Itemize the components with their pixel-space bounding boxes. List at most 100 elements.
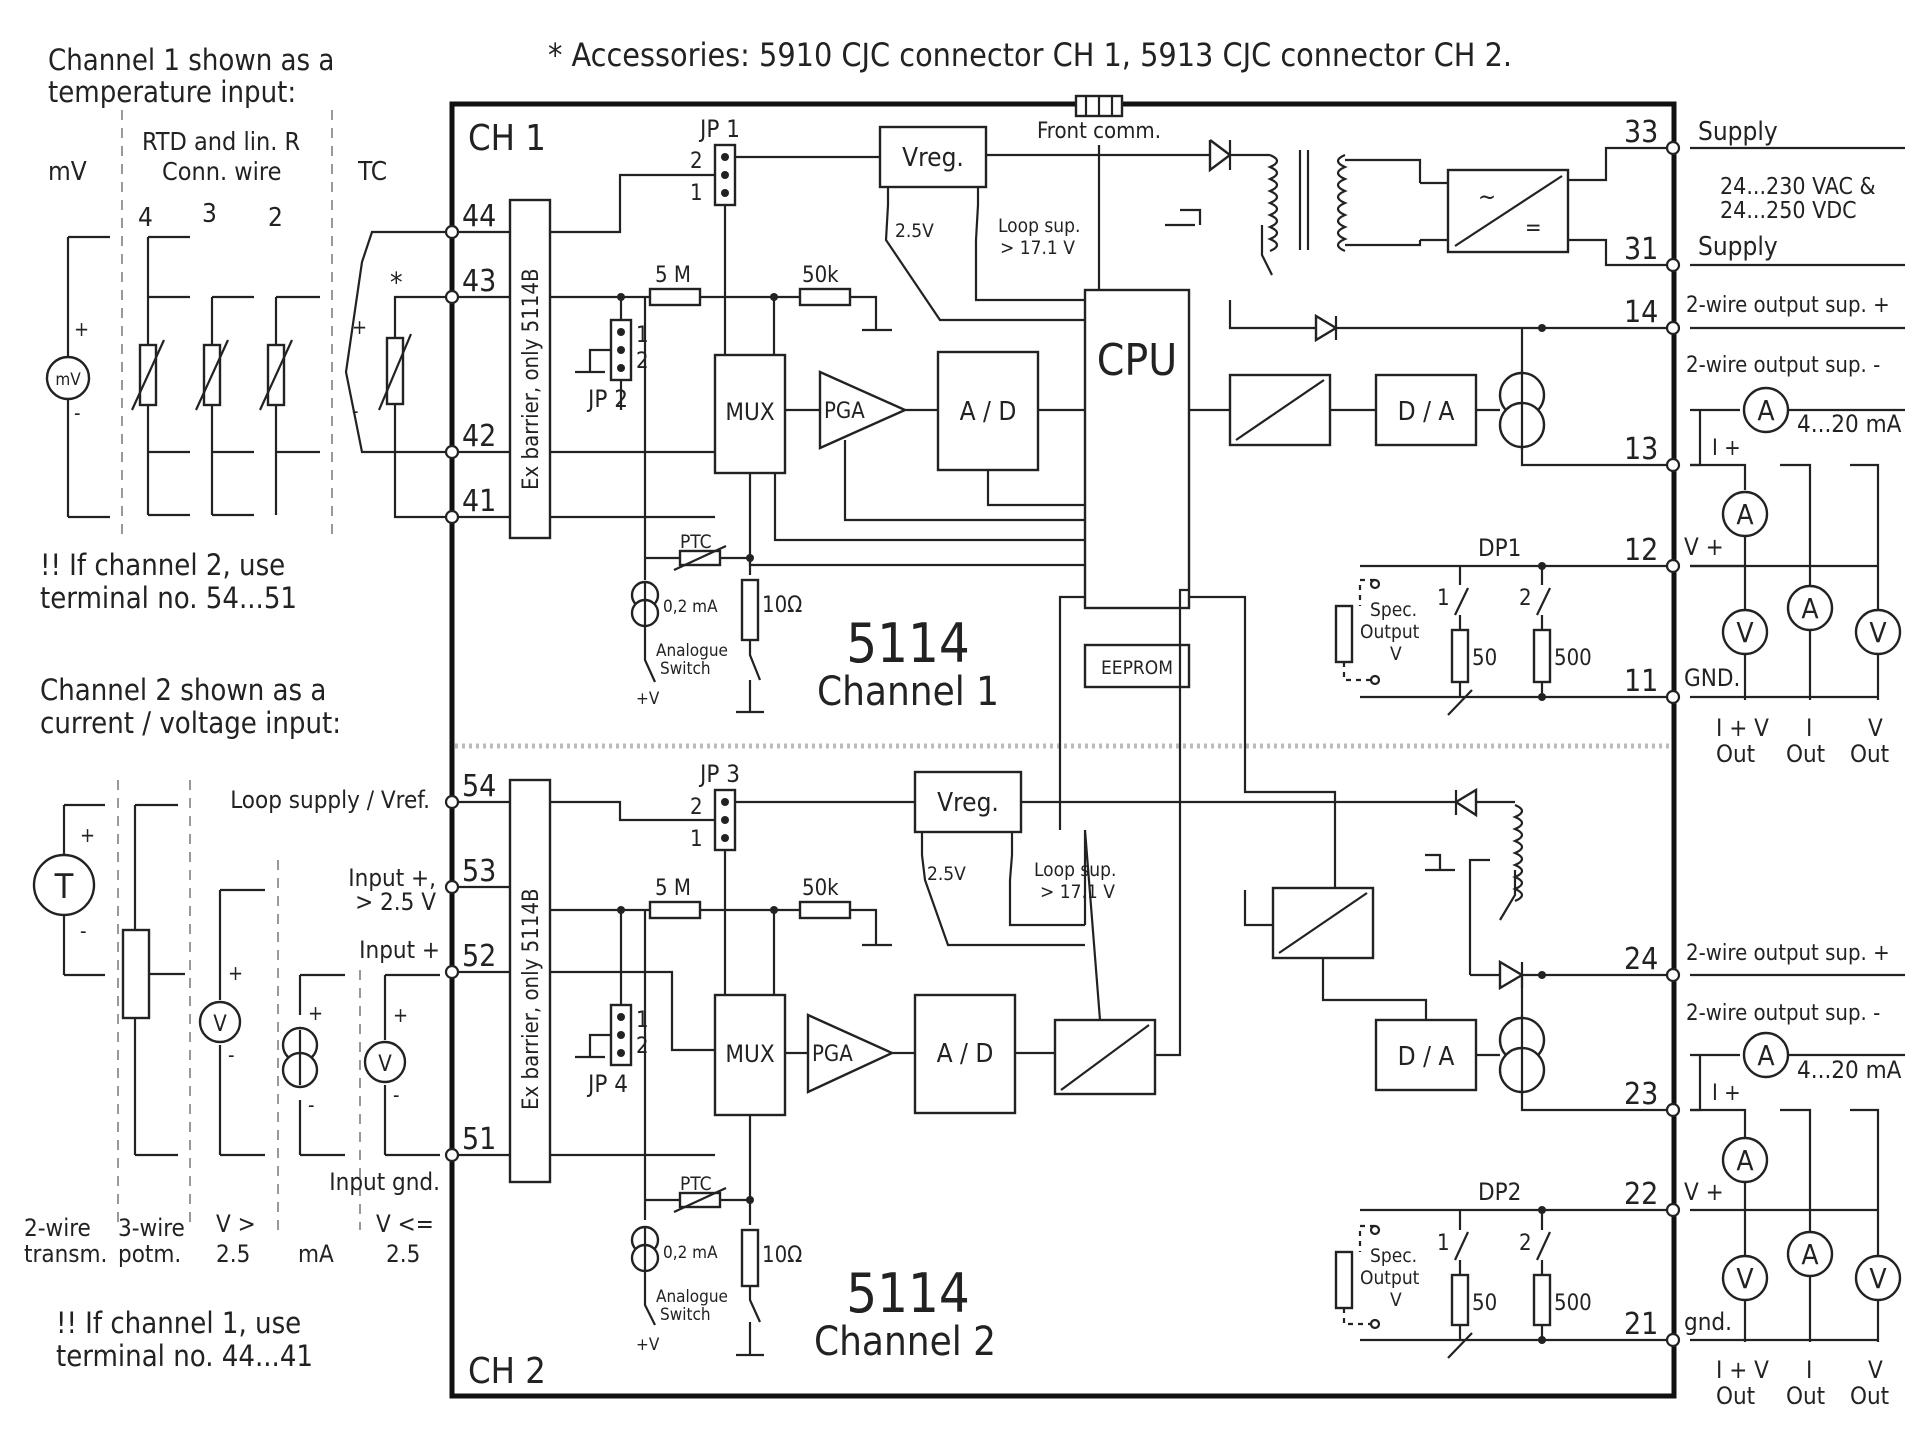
svg-text:V: V: [1390, 1289, 1402, 1311]
svg-text:43: 43: [462, 264, 496, 299]
svg-text:50k: 50k: [802, 263, 839, 288]
col-3wire-line2: potm.: [118, 1240, 181, 1268]
svg-text:V: V: [1736, 616, 1754, 649]
out-v-label-ch2: V: [1868, 1356, 1883, 1384]
ch2-note-line1: !! If channel 1, use: [56, 1306, 301, 1340]
svg-text:2: 2: [636, 1034, 649, 1059]
svg-text:PGA: PGA: [812, 1042, 853, 1067]
svg-text:11: 11: [1624, 664, 1658, 699]
resistor-5m-ch2: [648, 900, 702, 920]
accessories-note: * Accessories: 5910 CJC connector CH 1, …: [548, 36, 1512, 74]
mv-column-label: mV: [48, 157, 87, 187]
svg-text:2: 2: [690, 795, 703, 820]
col-vle-line1: V <=: [376, 1210, 434, 1238]
svg-text:Loop sup.: Loop sup.: [1034, 859, 1116, 881]
svg-text:-: -: [352, 399, 359, 423]
terminal-42: 42: [444, 419, 496, 460]
svg-text:-: -: [308, 1093, 315, 1117]
front-comm-label: Front comm.: [1037, 119, 1161, 144]
wire2-sup-plus-ch1: 2-wire output sup. +: [1686, 293, 1890, 318]
spec-output-ch1: Spec. Output V: [1334, 578, 1420, 686]
ma-range-ch2: 4...20 mA: [1797, 1056, 1902, 1084]
svg-text:Out: Out: [1786, 1382, 1825, 1410]
terminal-31: 31: [1624, 232, 1681, 273]
svg-text:T: T: [54, 867, 74, 907]
col-vle-line2: 2.5: [386, 1240, 420, 1268]
svg-text:V: V: [213, 1012, 227, 1037]
svg-text:50k: 50k: [802, 876, 839, 901]
jp1-label: JP 1: [698, 115, 740, 143]
terminal-41: 41: [444, 484, 496, 525]
out-i-label-ch1: I: [1806, 714, 1812, 742]
spec-output-ch2: Spec. Output V: [1334, 1224, 1420, 1330]
svg-text:+: +: [80, 823, 95, 847]
ch1-title-line1: Channel 1 shown as a: [48, 43, 334, 77]
svg-text:53: 53: [462, 854, 496, 889]
svg-text:5 M: 5 M: [655, 263, 691, 288]
svg-text:500: 500: [1554, 646, 1592, 671]
transformer-ch1: [1267, 150, 1348, 253]
svg-text:+V: +V: [636, 689, 660, 709]
svg-text:1: 1: [1437, 1231, 1450, 1256]
wire-count-4: 4: [138, 203, 153, 233]
svg-text:Spec.: Spec.: [1370, 599, 1417, 621]
svg-text:A: A: [1736, 498, 1754, 531]
rtd-label-line2: Conn. wire: [162, 157, 281, 186]
svg-text:2: 2: [1519, 586, 1532, 611]
svg-text:1: 1: [690, 827, 703, 852]
svg-text:23: 23: [1624, 1077, 1658, 1112]
ch1-title-line2: temperature input:: [48, 75, 296, 109]
svg-text:I +: I +: [1712, 436, 1741, 461]
svg-text:14: 14: [1624, 295, 1658, 330]
svg-text:CPU: CPU: [1097, 335, 1178, 386]
ch2-title-line2: current / voltage input:: [40, 706, 341, 740]
svg-text:*: *: [390, 266, 403, 299]
svg-text:31: 31: [1624, 232, 1658, 267]
col-2wire-line2: transm.: [24, 1240, 107, 1268]
model-label-ch1: 5114: [846, 612, 970, 675]
ch1-note-line2: terminal no. 54...51: [40, 581, 297, 615]
svg-text:V: V: [378, 1052, 392, 1077]
channel2-label: Channel 2: [814, 1319, 996, 1365]
mux-ch1: [713, 353, 787, 475]
current-output-ch2: [1498, 1015, 1546, 1095]
svg-text:42: 42: [462, 419, 496, 454]
svg-text:1: 1: [636, 1008, 649, 1033]
svg-text:V: V: [1869, 616, 1887, 649]
out-i-label-ch2: I: [1806, 1356, 1812, 1384]
supply-range-line2: 24...250 VDC: [1720, 198, 1857, 224]
svg-text:54: 54: [462, 769, 496, 804]
svg-text:Vreg.: Vreg.: [937, 788, 999, 818]
terminal-12: 12: [1624, 533, 1681, 574]
col-2wire-line1: 2-wire: [24, 1214, 91, 1242]
input-plus-gt-label-2: > 2.5 V: [355, 888, 436, 916]
resistor-10ohm-ch1: [740, 578, 760, 642]
svg-text:2: 2: [1519, 1231, 1532, 1256]
svg-text:V: V: [1736, 1262, 1754, 1295]
eeprom-block: [1083, 643, 1191, 689]
svg-text:33: 33: [1624, 115, 1658, 150]
svg-text:1: 1: [690, 181, 703, 206]
ch2-title-line1: Channel 2 shown as a: [40, 673, 326, 707]
svg-text:gnd.: gnd.: [1684, 1308, 1732, 1336]
ch2-note-line2: terminal no. 44...41: [56, 1339, 313, 1373]
svg-text:1: 1: [636, 323, 649, 348]
svg-text:V +: V +: [1684, 533, 1724, 561]
svg-text:I +: I +: [1712, 1081, 1741, 1106]
cpu-block: [1083, 288, 1191, 610]
input-plus-gt-label-1: Input +,: [348, 864, 436, 892]
svg-text:-: -: [80, 919, 87, 943]
current-output-ch1: [1498, 370, 1546, 450]
svg-text:500: 500: [1554, 1291, 1592, 1316]
svg-text:Output: Output: [1360, 621, 1420, 643]
transformer-ch2: [1512, 803, 1524, 903]
svg-text:+: +: [228, 961, 243, 985]
svg-text:D / A: D / A: [1398, 1042, 1455, 1072]
current-source-symbol: + -: [281, 973, 345, 1157]
vreg-ch1: [878, 125, 988, 189]
svg-text:0,2 mA: 0,2 mA: [663, 597, 718, 617]
svg-text:V: V: [1390, 643, 1402, 665]
wire2-sup-minus-ch1: 2-wire output sup. -: [1686, 353, 1880, 378]
svg-text:~: ~: [1478, 183, 1496, 211]
